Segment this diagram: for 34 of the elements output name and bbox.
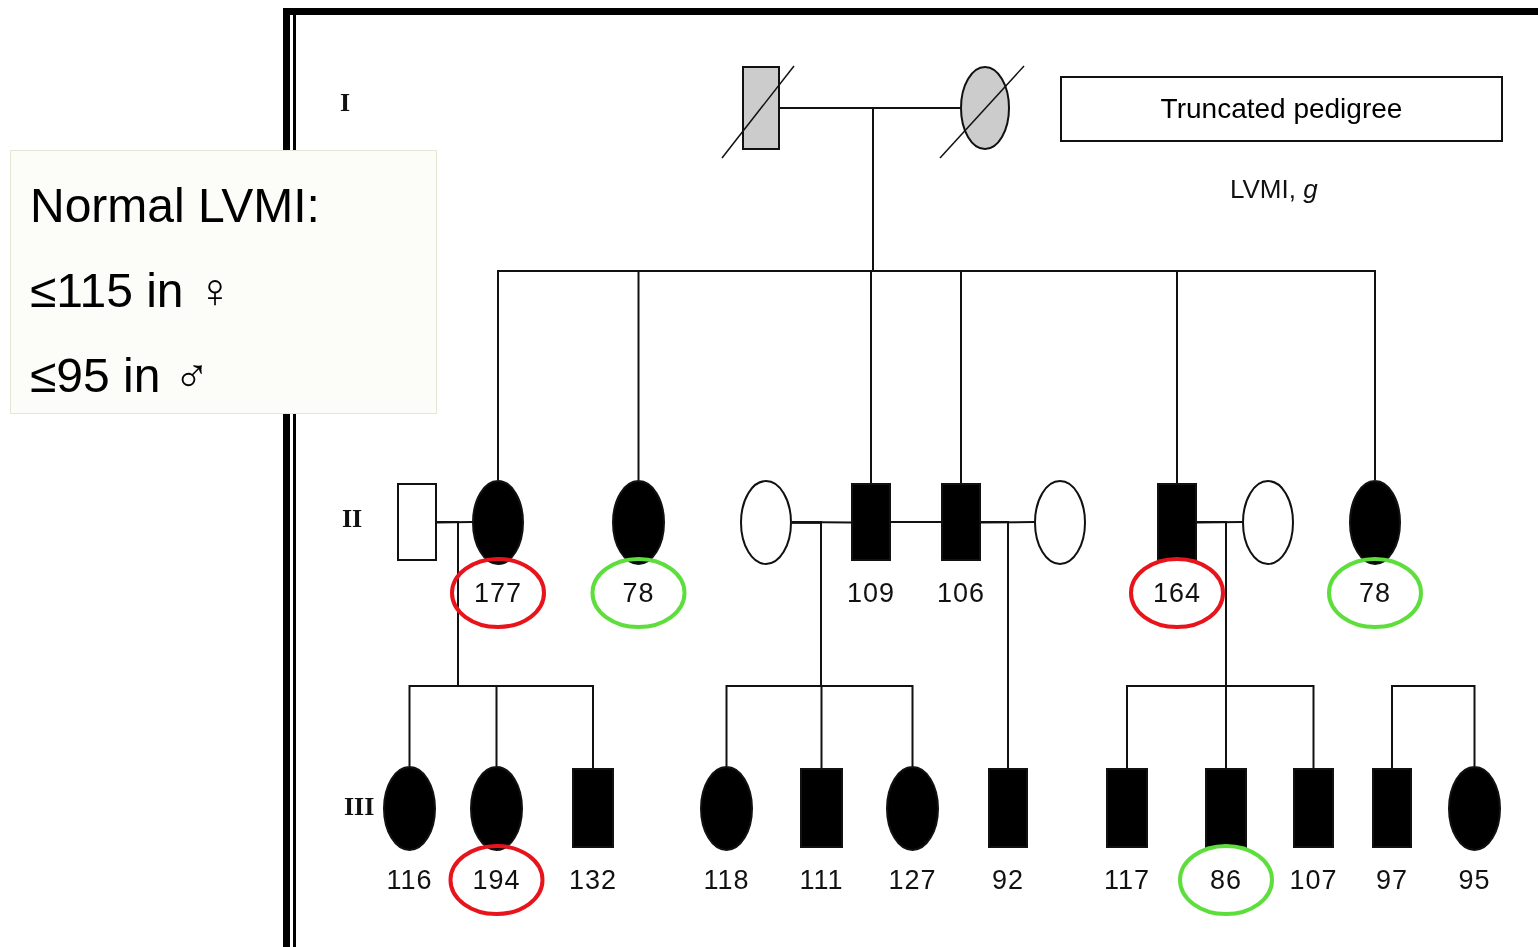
lvmi-value: 97 [1376,866,1408,894]
descent-line [1196,521,1315,769]
lvmi-value: 177 [473,579,523,607]
lvmi-value: 78 [1359,579,1391,607]
descent-line [1391,685,1476,769]
lvmi-value: 92 [992,866,1024,894]
relationship-line [791,521,852,524]
generation-label: I [340,90,351,116]
lvmi-value: 132 [568,866,618,894]
lvmi-value: 164 [1152,579,1202,607]
lvmi-value: 194 [472,866,521,894]
box-title: Truncated pedigree [1160,93,1403,125]
lvmi-value: 86 [1210,866,1242,894]
lvmi-value: 95 [1458,866,1491,894]
generation-label: II [342,506,363,532]
lvmi-value: 107 [1289,866,1338,894]
lvmi-value: 117 [1104,866,1150,894]
lvmi-value: 109 [846,579,896,607]
lvmi-value: 127 [888,866,937,894]
descent-line [980,521,1009,769]
note-text: Normal LVMI: [30,178,320,234]
note-text: ≤115 in ♀ [30,263,233,319]
title-box [1060,76,1503,142]
axis-note: LVMI, g [1230,176,1318,202]
note-card [10,150,437,414]
lvmi-value: 111 [799,866,844,894]
relationship-line [890,521,942,523]
generation-label: III [344,794,375,820]
lvmi-value: 106 [936,579,986,607]
lvmi-value: 118 [703,866,750,894]
note-text: ≤95 in ♂ [30,348,210,404]
descent-line [791,521,914,767]
lvmi-value: 116 [386,866,433,894]
lvmi-value: 78 [622,579,655,607]
